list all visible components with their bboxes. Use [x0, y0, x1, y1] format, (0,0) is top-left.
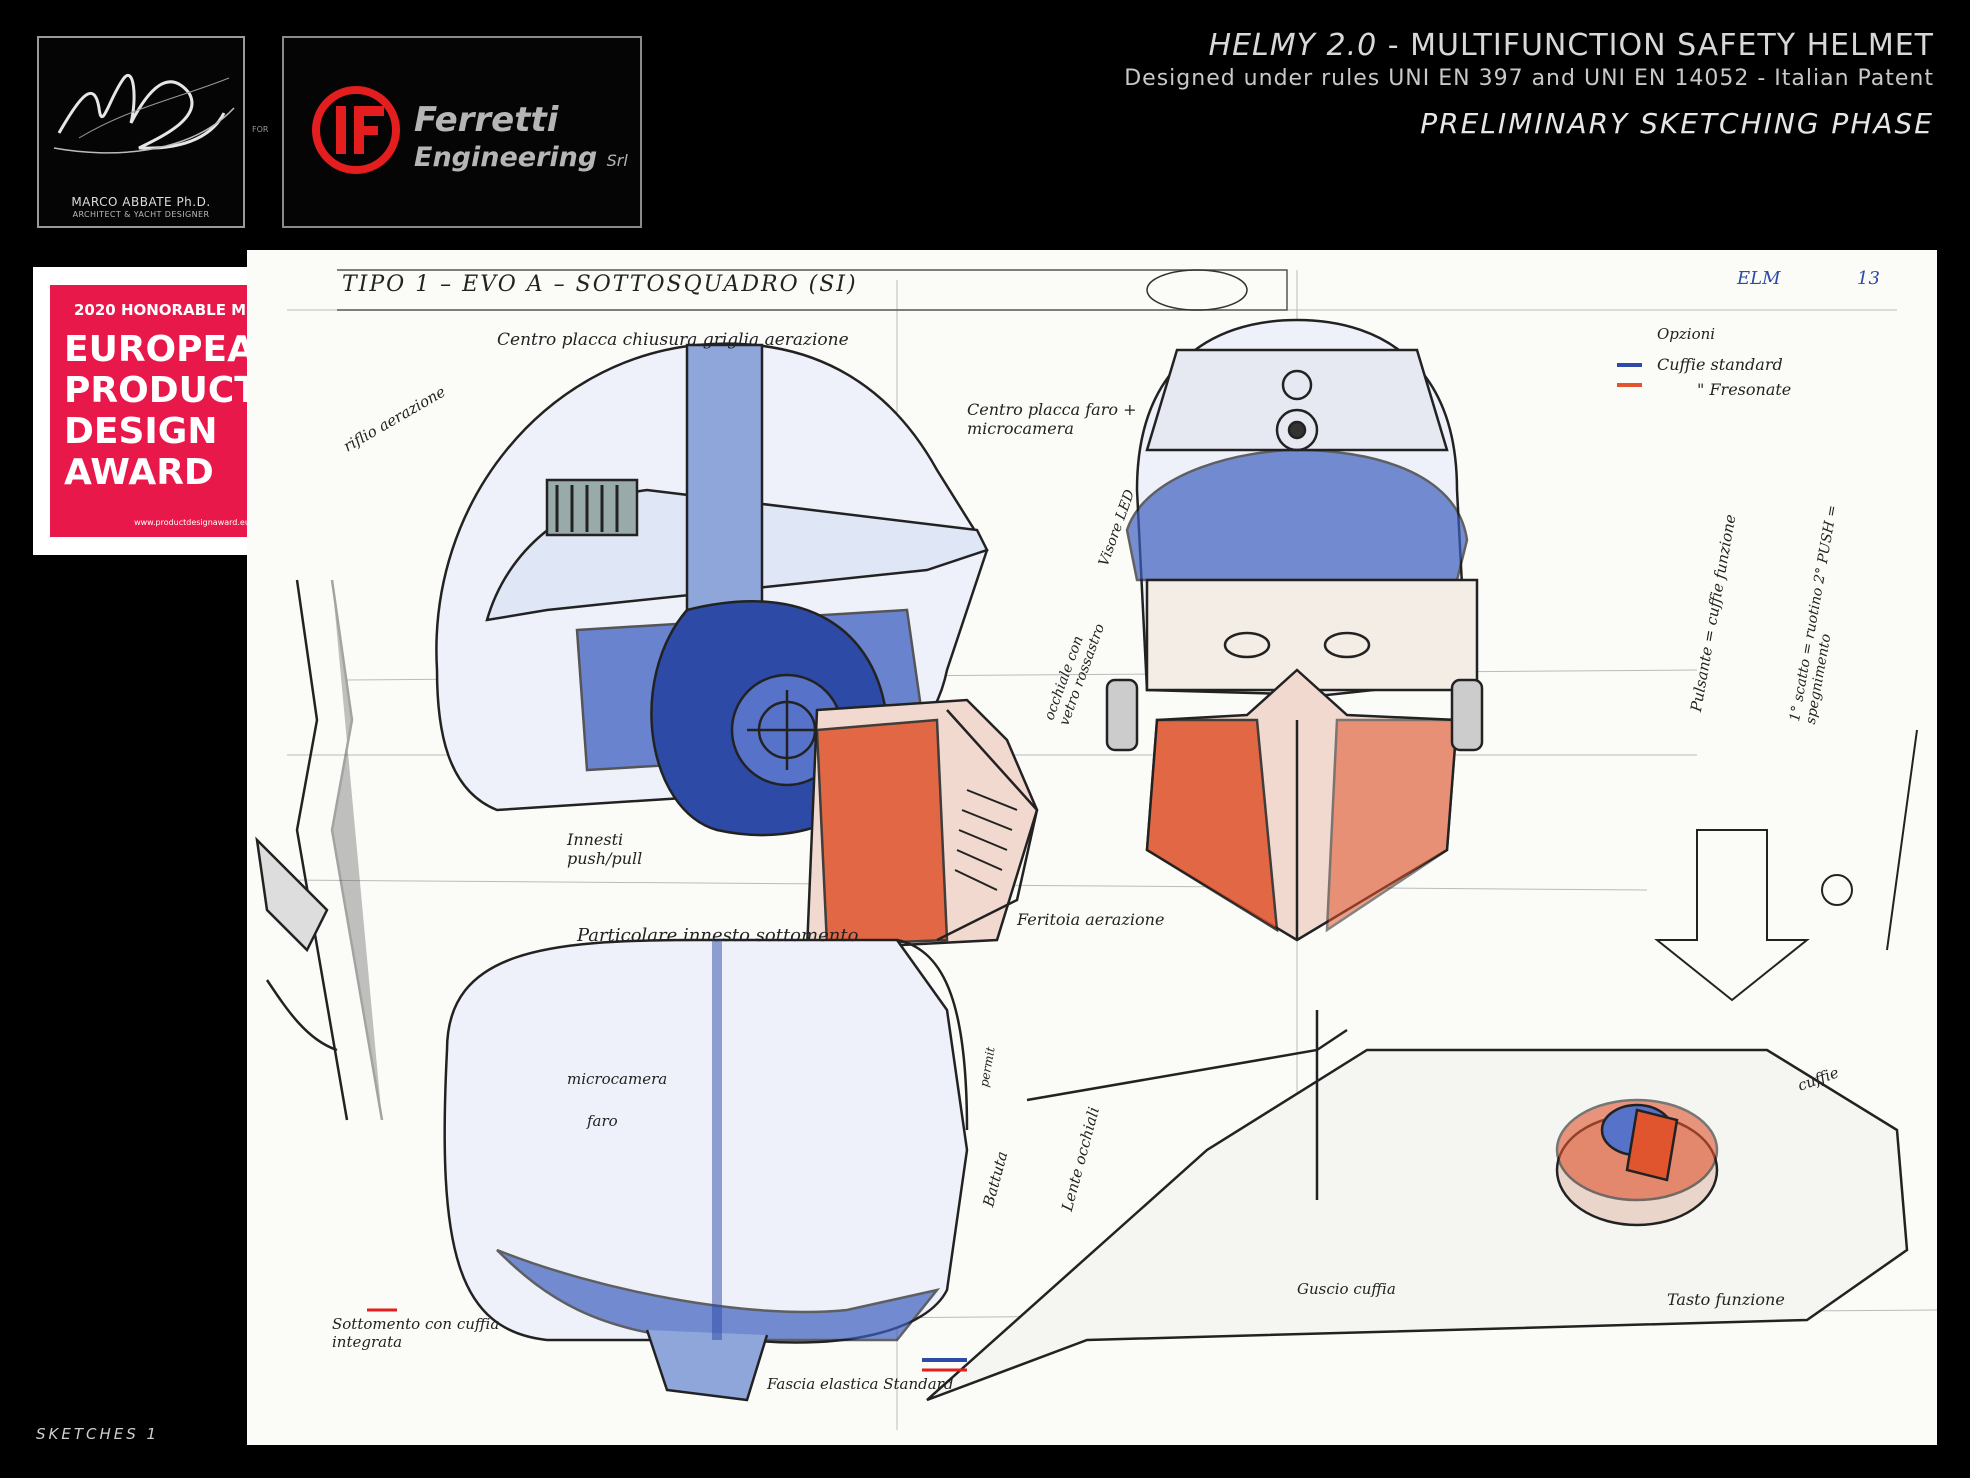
sketch-sheet: TIPO 1 – EVO A – SOTTOSQUADRO (SI) ELM 1… [247, 250, 1937, 1445]
note-earcup-shell: Guscio cuffia [1297, 1280, 1396, 1298]
note-light-camera: Centro placca faro + microcamera [967, 400, 1137, 438]
sheet-code: ELM [1737, 268, 1781, 289]
client-name: Ferretti [414, 100, 559, 140]
note-elastic-band: Fascia elastica Standard [767, 1375, 954, 1393]
page-subtitle: Designed under rules UNI EN 397 and UNI … [1124, 66, 1934, 91]
note-ventilation-grille: Centro placca chiusura griglia aerazione [497, 330, 849, 350]
phase-title: PRELIMINARY SKETCHING PHASE [1420, 107, 1934, 140]
chin-strap-detail [255, 579, 384, 1121]
ferretti-emblem-icon [312, 86, 400, 174]
sketch-heading: TIPO 1 – EVO A – SOTTOSQUADRO (SI) [342, 272, 858, 297]
signature-mark-icon [53, 74, 235, 154]
award-title: EUROPEAN PRODUCT DESIGN AWARD [64, 329, 286, 493]
top-view-helmet [443, 938, 969, 1402]
designer-logo: MARCO ABBATE Ph.D. ARCHITECT & YACHT DES… [37, 36, 245, 228]
front-view-helmet [1105, 318, 1484, 942]
side-view-helmet [435, 342, 1039, 952]
title-block: HELMY 2.0 - MULTIFUNCTION SAFETY HELMET … [1124, 28, 1934, 148]
for-label: FOR [252, 125, 269, 134]
page-title: HELMY 2.0 - MULTIFUNCTION SAFETY HELMET [1208, 28, 1934, 63]
client-logo: Ferretti Engineering Srl [282, 36, 642, 228]
designer-name: MARCO ABBATE Ph.D. [71, 195, 211, 209]
note-chin-detail: Particolare innesto sottomento [577, 925, 859, 946]
note-vent-slot: Feritoia aerazione [1017, 910, 1165, 929]
note-light: faro [587, 1112, 618, 1130]
note-function-key: Tasto funzione [1667, 1290, 1785, 1309]
note-standard-earmuffs: Cuffie standard [1657, 355, 1783, 374]
helmet-sketch-illustration [255, 269, 1937, 1430]
note-options: Opzioni [1657, 325, 1716, 343]
designer-role: ARCHITECT & YACHT DESIGNER [72, 210, 210, 219]
client-subname: Engineering Srl [414, 142, 628, 173]
note-chin-earmuff: Sottomento con cuffia integrata [332, 1315, 500, 1351]
note-milled: " Fresonate [1697, 380, 1792, 399]
award-url: www.productdesignaward.eu [134, 518, 250, 527]
note-microcamera: microcamera [567, 1070, 668, 1088]
note-push-pull: Innesti push/pull [567, 830, 643, 868]
sheet-footer: SKETCHES 1 [36, 1425, 160, 1443]
sheet-number: 13 [1857, 268, 1880, 289]
earcup-detail [926, 1010, 1909, 1402]
